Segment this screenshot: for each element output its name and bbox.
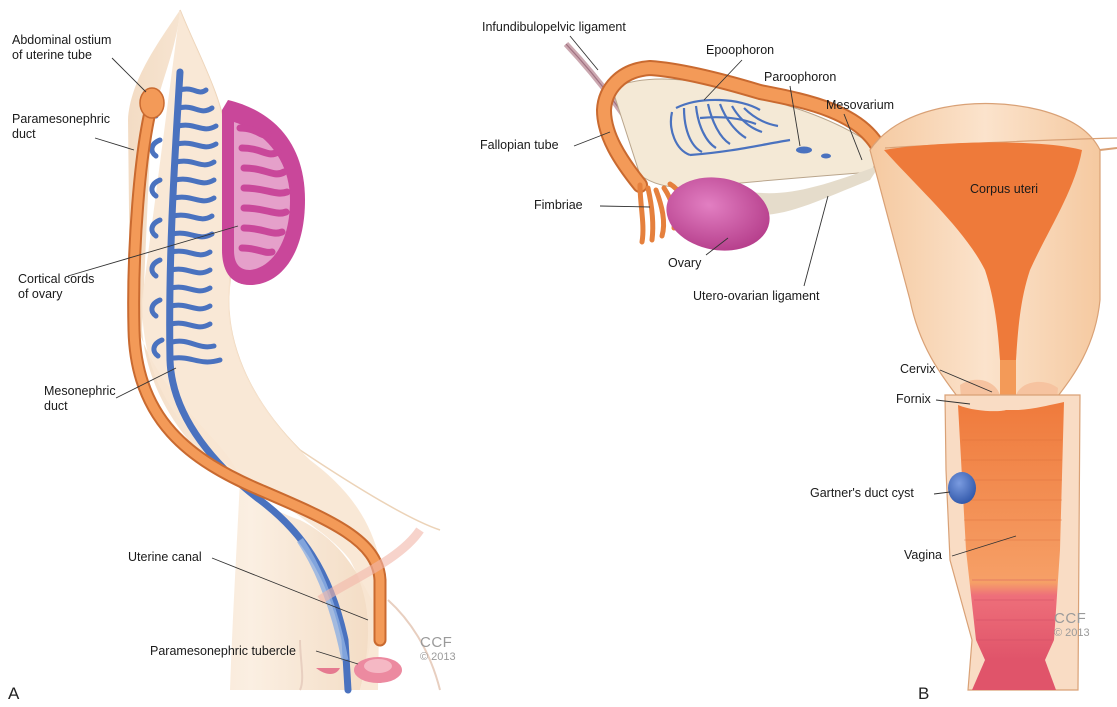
- panel-b-letter: B: [918, 684, 929, 704]
- abdominal-ostium: [140, 88, 164, 118]
- label-infundibulopelvic-ligament: Infundibulopelvic ligament: [482, 20, 626, 35]
- uterine-ligament-right: [1100, 148, 1117, 150]
- label-vagina: Vagina: [904, 548, 942, 563]
- label-mesonephric-duct: Mesonephric duct: [44, 384, 116, 414]
- label-cortical-cords: Cortical cords of ovary: [18, 272, 94, 302]
- ccf-logo-text: CCF: [1054, 610, 1090, 627]
- label-paroophoron: Paroophoron: [764, 70, 836, 85]
- label-gartners-duct-cyst: Gartner's duct cyst: [810, 486, 914, 501]
- ccf-logo-text: CCF: [420, 634, 456, 651]
- gartners-cyst-shape: [948, 472, 976, 504]
- panel-b-watermark: CCF © 2013: [1054, 610, 1090, 639]
- panel-a-letter: A: [8, 684, 19, 704]
- label-paramesonephric-tubercle: Paramesonephric tubercle: [150, 644, 296, 659]
- panel-a-figure: [128, 10, 440, 690]
- label-paramesonephric-duct: Paramesonephric duct: [12, 112, 110, 142]
- label-fornix: Fornix: [896, 392, 931, 407]
- label-abdominal-ostium: Abdominal ostium of uterine tube: [12, 33, 111, 63]
- label-ovary: Ovary: [668, 256, 701, 271]
- paroophoron-shape: [796, 147, 812, 154]
- label-fimbriae: Fimbriae: [534, 198, 583, 213]
- label-cervix: Cervix: [900, 362, 935, 377]
- label-corpus-uteri: Corpus uteri: [970, 182, 1038, 197]
- label-fallopian-tube: Fallopian tube: [480, 138, 559, 153]
- copyright-year: © 2013: [1054, 627, 1090, 639]
- label-uterine-canal: Uterine canal: [128, 550, 202, 565]
- label-mesovarium: Mesovarium: [826, 98, 894, 113]
- label-utero-ovarian-ligament: Utero-ovarian ligament: [693, 289, 819, 304]
- copyright-year: © 2013: [420, 651, 456, 663]
- label-epoophoron: Epoophoron: [706, 43, 774, 58]
- panel-b-figure: [566, 44, 1117, 690]
- panel-a-watermark: CCF © 2013: [420, 634, 456, 663]
